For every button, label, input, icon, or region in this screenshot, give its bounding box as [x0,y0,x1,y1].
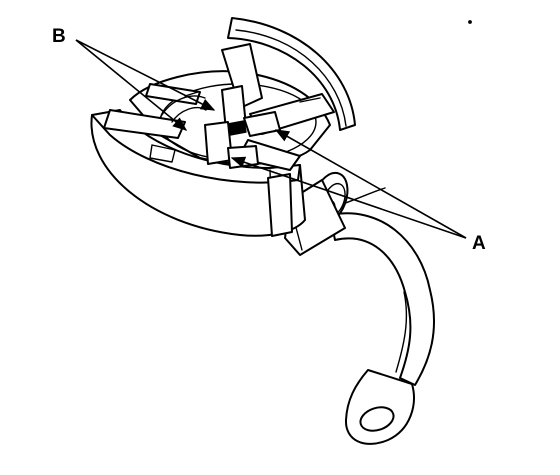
callout-b-arrows [75,39,216,131]
cup-details [149,20,472,163]
callout-label-a: A [472,233,486,254]
lead-wire [329,187,436,386]
callout-a-arrows [230,129,467,239]
callout-label-b: B [52,26,66,47]
ring-terminal [344,369,415,445]
holder-back-wall [227,17,356,131]
